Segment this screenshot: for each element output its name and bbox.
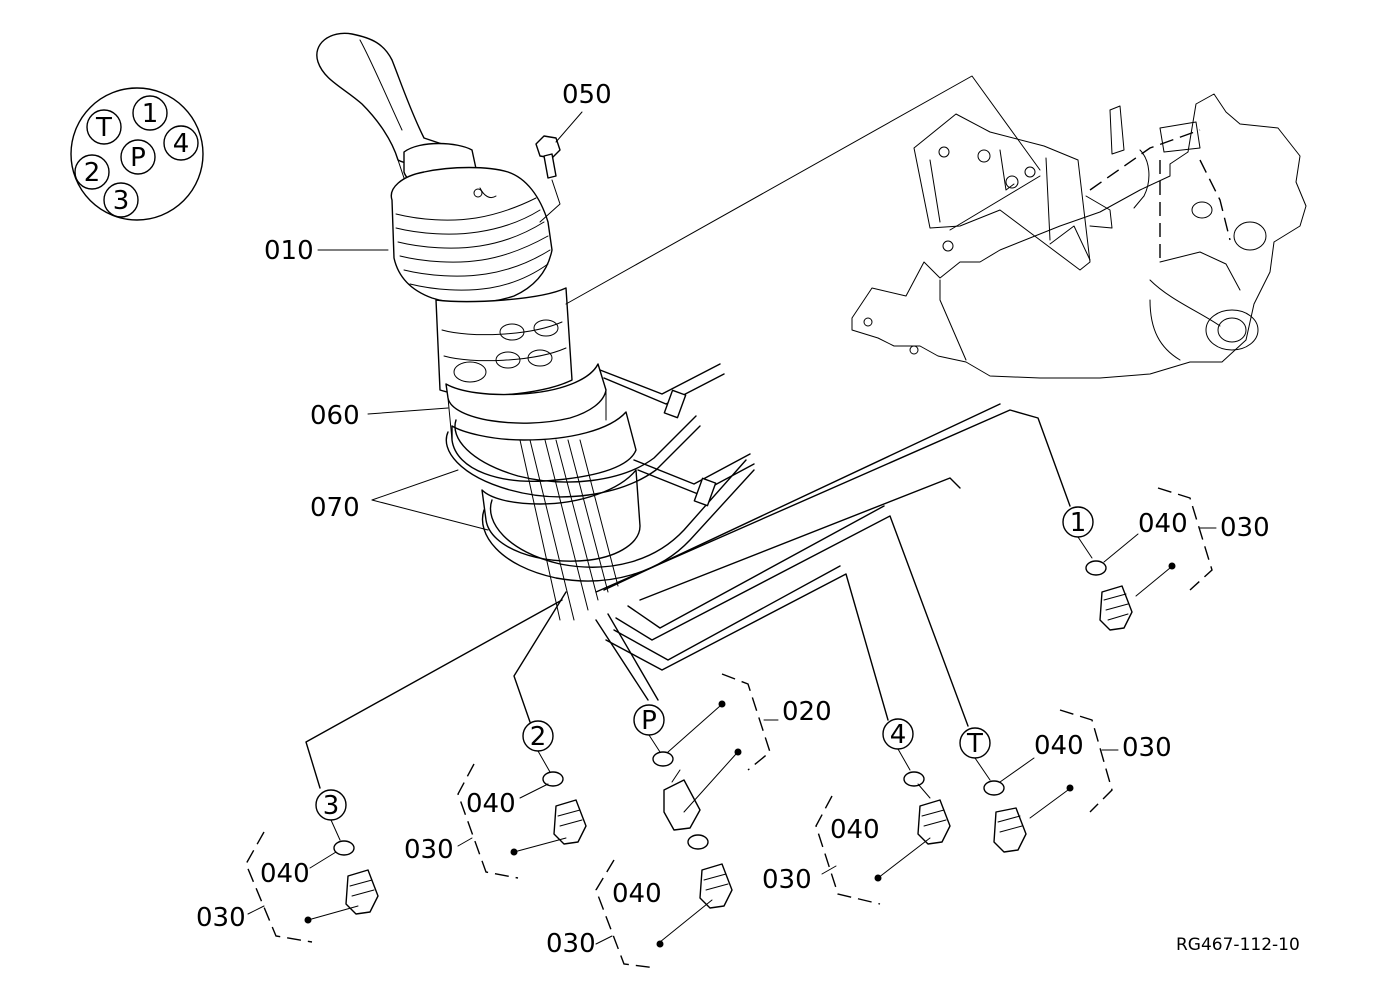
joystick-lever <box>316 32 641 621</box>
fitting-group-port-2 <box>457 720 587 879</box>
port-label-1: 1 <box>1070 508 1087 538</box>
label-040-port-1: 040 <box>1138 509 1188 539</box>
fitting-group-port-t <box>959 709 1113 853</box>
fitting-group-port-3 <box>245 789 379 943</box>
hose-clamps <box>445 363 755 582</box>
legend-port-3: 3 <box>113 186 130 216</box>
port-legend: T 1 4 P 2 3 <box>70 87 204 221</box>
legend-port-t: T <box>95 113 112 143</box>
port-label-2: 2 <box>530 722 547 752</box>
leader-lines <box>317 249 489 531</box>
label-030-port-2: 030 <box>404 835 454 865</box>
label-040-port-4: 040 <box>830 815 880 845</box>
label-030-port-4: 030 <box>762 865 812 895</box>
port-label-t: T <box>966 729 983 759</box>
label-030-port-1: 030 <box>1220 513 1270 543</box>
fitting-group-port-p <box>595 673 771 969</box>
label-030-port-3: 030 <box>196 903 246 933</box>
legend-port-4: 4 <box>173 129 190 159</box>
port-label-3: 3 <box>323 791 340 821</box>
drawing-code: RG467-112-10 <box>1176 935 1300 955</box>
bolt-050 <box>535 111 583 179</box>
label-040-port-3: 040 <box>260 859 310 889</box>
label-part-060: 060 <box>310 401 360 431</box>
label-030-port-t: 030 <box>1122 733 1172 763</box>
label-part-020: 020 <box>782 697 832 727</box>
port-label-4: 4 <box>890 720 907 750</box>
port-label-p: P <box>641 706 657 736</box>
label-030-port-p: 030 <box>546 929 596 959</box>
legend-port-p: P <box>130 143 146 173</box>
label-040-port-p: 040 <box>612 879 662 909</box>
label-040-port-t: 040 <box>1034 731 1084 761</box>
fitting-group-port-4 <box>815 718 951 905</box>
label-part-070: 070 <box>310 493 360 523</box>
hose-routes <box>305 403 1071 789</box>
label-part-050: 050 <box>562 80 612 110</box>
legend-port-2: 2 <box>84 158 101 188</box>
machine-frame <box>565 75 1307 379</box>
label-part-010: 010 <box>264 236 314 266</box>
fitting-group-port-1 <box>1062 487 1213 631</box>
legend-port-1: 1 <box>142 99 159 129</box>
label-040-port-2: 040 <box>466 789 516 819</box>
